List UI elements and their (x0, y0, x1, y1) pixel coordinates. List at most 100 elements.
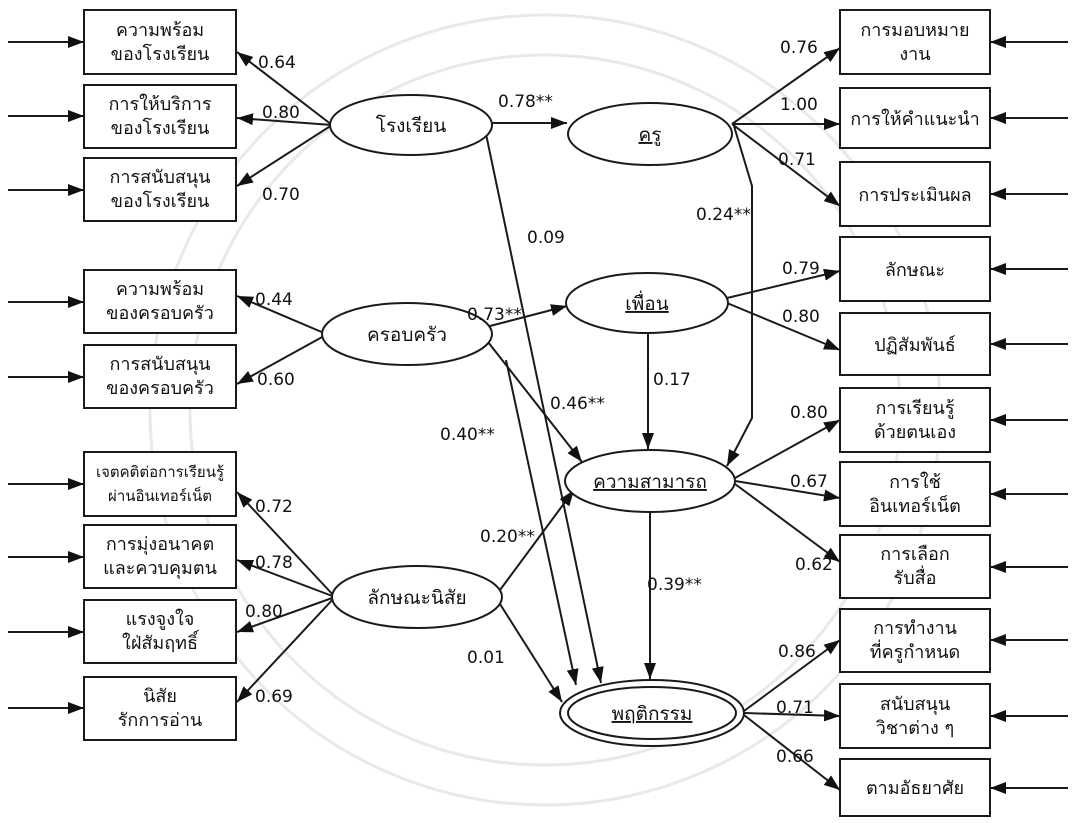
coef-ability-behavior: 0.39** (647, 575, 702, 595)
right-indicator-interaction: ปฏิสัมพันธ์ (839, 312, 991, 376)
svg-text:การสนับสนุน: การสนับสนุน (110, 167, 211, 188)
svg-text:แรงจูงใจ: แรงจูงใจ (126, 608, 195, 630)
arrow-family-to-support (236, 335, 325, 385)
svg-text:ของครอบครัว: ของครอบครัว (106, 303, 214, 324)
svg-text:งาน: งาน (899, 44, 930, 65)
left-indicator-family-support: การสนับสนุน ของครอบครัว (83, 344, 237, 409)
arrow-family-to-friend (489, 304, 568, 327)
coef-ability-internet: 0.67 (790, 472, 828, 492)
arrow-ability-to-media (734, 483, 841, 563)
svg-text:การใช้: การใช้ (889, 471, 941, 493)
svg-text:ของโรงเรียน: ของโรงเรียน (111, 43, 210, 65)
right-indicator-advice: การให้คำแนะนำ (839, 87, 991, 149)
arrow-school-to-behavior (485, 133, 604, 684)
svg-text:การทำงาน: การทำงาน (873, 618, 957, 639)
latent-teacher: ครู (567, 102, 733, 166)
latent-friend: เพื่อน (565, 272, 729, 334)
right-indicator-leisure: ตามอัธยาศัย (839, 758, 991, 817)
latent-character: ลักษณะนิสัย (331, 565, 503, 629)
left-indicator-family-readiness: ความพร้อม ของครอบครัว (83, 269, 237, 334)
svg-text:การให้คำแนะนำ: การให้คำแนะนำ (850, 108, 979, 130)
coef-behavior-subjects: 0.71 (776, 698, 814, 718)
svg-text:ที่ครูกำหนด: ที่ครูกำหนด (870, 639, 960, 663)
coef-ability-self-learning: 0.80 (790, 403, 828, 423)
coef-character-motivation: 0.80 (245, 602, 283, 622)
left-indicator-school-service: การให้บริการ ของโรงเรียน (83, 84, 237, 149)
coefficient-labels: 0.64 0.80 0.70 0.78** 0.09 0.24** 0.76 1… (245, 38, 833, 767)
right-indicator-self-learning: การเรียนรู้ ด้วยตนเอง (839, 387, 991, 453)
coef-school-service: 0.80 (262, 103, 300, 123)
svg-text:ลักษณะนิสัย: ลักษณะนิสัย (367, 587, 466, 609)
svg-text:การให้บริการ: การให้บริการ (108, 93, 211, 115)
coef-family-readiness: 0.44 (255, 290, 293, 310)
coef-character-attitude: 0.72 (255, 497, 293, 517)
coef-school-teacher: 0.78** (498, 92, 553, 112)
svg-text:การเลือก: การเลือก (880, 544, 950, 565)
coef-friend-interaction: 0.80 (782, 307, 820, 327)
arrow-family-to-readiness (236, 295, 325, 334)
svg-text:การมุ่งอนาคต: การมุ่งอนาคต (106, 534, 214, 555)
arrow-ability-to-internet (734, 480, 841, 502)
svg-text:ของครอบครัว: ของครอบครัว (106, 378, 214, 399)
coef-family-friend: 0.73** (467, 305, 522, 325)
svg-text:ปฏิสัมพันธ์: ปฏิสัมพันธ์ (874, 335, 956, 356)
svg-text:และควบคุมตน: และควบคุมตน (103, 558, 217, 579)
svg-text:ลักษณะ: ลักษณะ (885, 260, 945, 281)
arrow-character-to-ability (499, 489, 575, 591)
coef-teacher-advice: 1.00 (780, 95, 818, 115)
right-indicator-assigned-work: การทำงาน ที่ครูกำหนด (839, 608, 991, 673)
arrow-family-to-ability (487, 341, 583, 463)
arrow-friend-to-trait (726, 268, 841, 299)
latent-family: ครอบครัว (321, 302, 493, 366)
arrow-friend-to-interaction (726, 302, 841, 351)
svg-text:เพื่อน: เพื่อน (625, 290, 668, 315)
arrow-behavior-to-subjects (743, 709, 841, 722)
coef-school-behavior: 0.09 (527, 228, 565, 248)
svg-text:นิสัย: นิสัย (143, 686, 177, 707)
coef-teacher-assignment: 0.76 (780, 38, 818, 58)
svg-text:การประเมินผล: การประเมินผล (858, 185, 971, 206)
svg-text:โรงเรียน: โรงเรียน (376, 114, 447, 137)
arrow-teacher-to-ability (726, 125, 753, 467)
arrow-teacher-to-evaluation (731, 123, 841, 207)
right-indicator-trait: ลักษณะ (839, 236, 991, 302)
coef-family-ability: 0.46** (550, 394, 605, 414)
left-indicator-internet-attitude: เจตคติต่อการเรียนรู้ ผ่านอินเทอร์เน็ต (83, 451, 237, 517)
coef-character-future: 0.78 (255, 553, 293, 573)
arrow-character-to-reading (236, 596, 336, 703)
svg-text:เจตคติต่อการเรียนรู้: เจตคติต่อการเรียนรู้ (96, 463, 224, 481)
svg-text:ความพร้อม: ความพร้อม (116, 20, 204, 41)
arrow-character-to-future (236, 559, 336, 598)
svg-text:ของโรงเรียน: ของโรงเรียน (111, 117, 210, 139)
svg-text:การมอบหมาย: การมอบหมาย (860, 20, 969, 41)
svg-text:สนับสนุน: สนับสนุน (880, 694, 950, 715)
svg-text:รับสื่อ: รับสื่อ (894, 565, 937, 589)
arrow-character-to-behavior (499, 603, 563, 703)
left-indicator-reading-habit: นิสัย รักการอ่าน (83, 676, 237, 741)
left-error-arrows (8, 36, 84, 714)
right-indicator-subject-support: สนับสนุน วิชาต่าง ๆ (839, 683, 991, 749)
left-indicator-achievement-motivation: แรงจูงใจ ใฝ่สัมฤทธิ์ (83, 599, 237, 664)
coef-character-ability: 0.20** (480, 527, 535, 547)
svg-text:ความพร้อม: ความพร้อม (116, 279, 204, 300)
latent-school: โรงเรียน (329, 94, 493, 156)
coef-character-behavior: 0.01 (467, 648, 505, 668)
coef-behavior-work: 0.86 (778, 642, 816, 662)
coef-family-support: 0.60 (257, 370, 295, 390)
arrow-school-to-service (236, 113, 333, 126)
left-indicator-school-readiness: ความพร้อม ของโรงเรียน (83, 9, 237, 75)
coef-ability-media: 0.62 (795, 555, 833, 575)
coef-school-readiness: 0.64 (258, 53, 296, 73)
svg-text:อินเทอร์เน็ต: อินเทอร์เน็ต (869, 494, 961, 517)
latent-behavior: พฤติกรรม (559, 679, 745, 747)
coef-character-reading: 0.69 (255, 687, 293, 707)
svg-text:ความสามารถ: ความสามารถ (593, 471, 707, 493)
arrow-school-to-readiness (236, 51, 333, 126)
arrow-ability-to-self-learning (734, 419, 841, 479)
arrow-teacher-to-assignment (731, 47, 841, 125)
arrow-character-to-attitude (236, 491, 336, 598)
svg-text:การเรียนรู้: การเรียนรู้ (875, 398, 954, 419)
arrow-school-to-support (236, 124, 333, 187)
coef-friend-ability: 0.17 (653, 370, 691, 390)
right-indicator-assignment: การมอบหมาย งาน (839, 9, 991, 75)
